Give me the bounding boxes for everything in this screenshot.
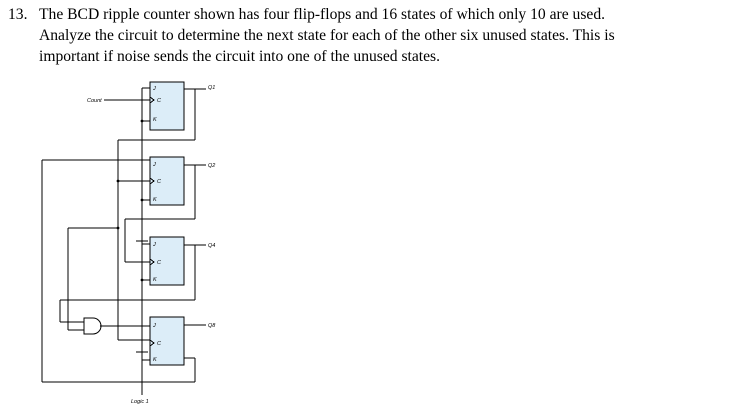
ff2-c-pin: C [157, 179, 161, 185]
q-output-wires [41, 88, 206, 383]
junction-dot [140, 278, 144, 282]
ff4-clock-triangle [149, 339, 155, 347]
flip-flop-1-body [149, 81, 185, 131]
junction-dot [140, 119, 144, 123]
ff1-j-pin: J [152, 86, 156, 92]
clock-label: Count [87, 98, 102, 104]
problem-statement: 13. The BCD ripple counter shown has four… [8, 4, 738, 67]
ff2-clock-triangle [149, 177, 155, 185]
ff2-k-pin: K [153, 197, 157, 203]
ff2-j-pin: J [152, 162, 156, 168]
ff3-k-pin: K [153, 277, 157, 283]
ff1-c-pin: C [157, 98, 161, 104]
ff4-k-pin: K [153, 357, 157, 363]
ff3-c-pin: C [157, 260, 161, 266]
flip-flop-4-body [149, 316, 185, 366]
junction-dot [116, 226, 120, 230]
and-gate-body [83, 317, 102, 335]
flip-flop-3: J C K [149, 236, 185, 286]
flip-flop-1: J C K [149, 81, 185, 131]
problem-text-1: The BCD ripple counter shown has four fl… [39, 6, 606, 23]
and-gate [59, 227, 150, 335]
output-q8-label: Q8 [208, 323, 216, 329]
junction-dot [140, 198, 144, 202]
flip-flop-2: J C K [149, 156, 185, 206]
flip-flop-4: J C K [149, 316, 185, 366]
flip-flop-2-body [149, 156, 185, 206]
ff4-j-pin: J [152, 323, 156, 329]
output-q2-label: Q2 [208, 163, 215, 169]
ff1-clock-triangle [149, 96, 155, 104]
problem-line-3: important if noise sends the circuit int… [39, 48, 441, 65]
logic-1-bus [136, 87, 150, 395]
ff1-k-pin: K [153, 117, 157, 123]
junction-dot [116, 179, 120, 183]
output-q4-label: Q4 [208, 243, 215, 249]
problem-number: 13. [8, 6, 28, 23]
problem-line-2: Analyze the circuit to determine the nex… [39, 27, 615, 44]
logic-1-label: Logic 1 [131, 399, 149, 405]
ff4-c-pin: C [157, 341, 161, 347]
flip-flop-3-body [149, 236, 185, 286]
output-q1-label: Q1 [208, 85, 215, 91]
problem-line-1: 13. The BCD ripple counter shown has four… [8, 4, 738, 25]
ff3-j-pin: J [152, 242, 156, 248]
ff3-clock-triangle [149, 258, 155, 266]
